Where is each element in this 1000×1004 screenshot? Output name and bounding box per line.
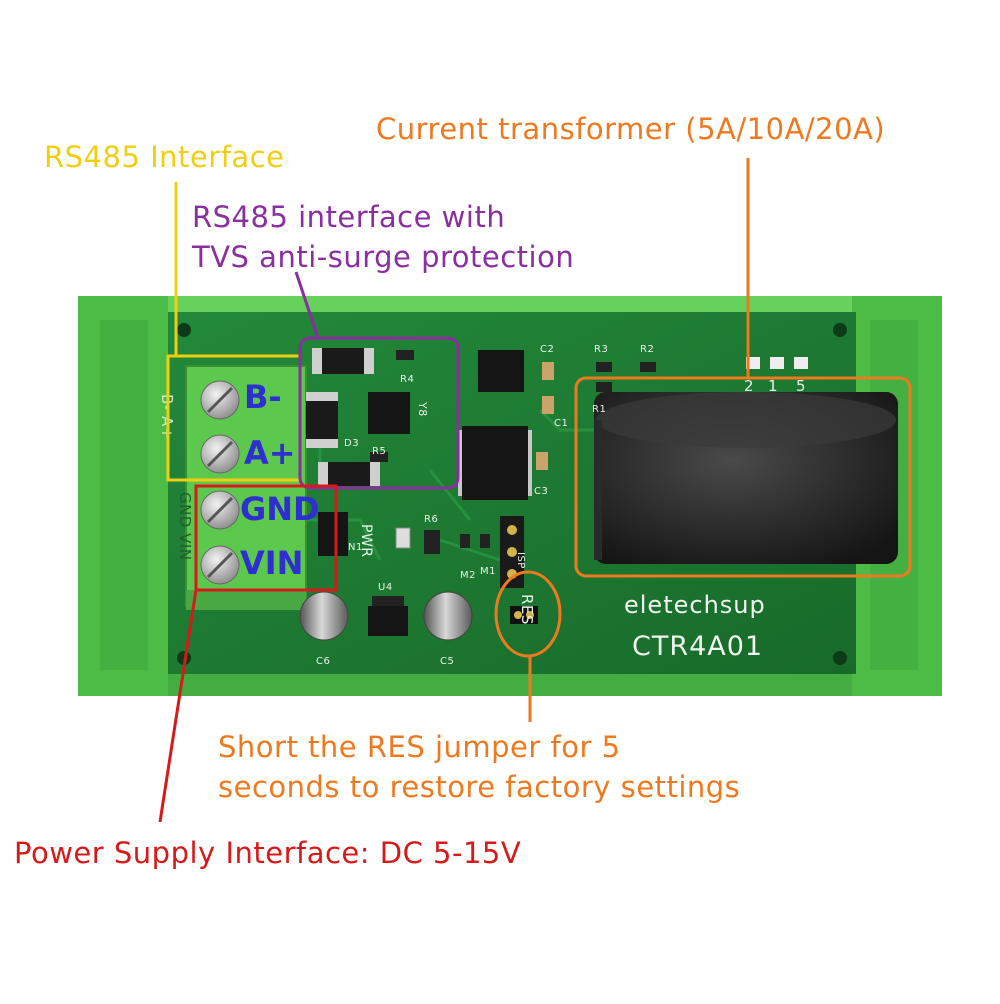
silkscreen-r4: R4: [400, 374, 415, 385]
chip-y8: [368, 392, 410, 434]
current-transformer-label: Current transformer (5A/10A/20A): [376, 112, 886, 146]
regulator-u4: [368, 596, 408, 636]
terminal-label-a-plus: A+: [244, 434, 296, 472]
silkscreen-r1: R1: [592, 404, 607, 415]
silkscreen-m2: M2: [460, 570, 476, 581]
mcu-chip: [458, 426, 532, 500]
tvs-label-line2: TVS anti-surge protection: [192, 240, 575, 274]
silkscreen-c1: C1: [554, 418, 569, 429]
res-jumper-pads: [510, 606, 538, 624]
silkscreen-c6: C6: [316, 656, 331, 667]
terminal-label-vin: VIN: [240, 544, 304, 582]
tvs-callout-leader: [294, 271, 460, 490]
power-supply-label: Power Supply Interface: DC 5-15V: [14, 836, 522, 870]
screw-icon: [200, 545, 240, 585]
res-label-line2: seconds to restore factory settings: [218, 770, 741, 804]
silkscreen-r2: R2: [640, 344, 655, 355]
silkscreen-n1: N1: [348, 542, 363, 553]
screw-icon: [200, 490, 240, 530]
rs485-interface-label: RS485 Interface: [44, 140, 285, 174]
smd-components: [318, 350, 808, 556]
silkscreen-c5: C5: [440, 656, 455, 667]
silkscreen-r5: R5: [372, 446, 387, 457]
current-transformer-coil: [594, 392, 898, 564]
board-model: CTR4A01: [632, 631, 764, 662]
terminal-label-gnd: GND: [240, 490, 320, 528]
silkscreen-r3: R3: [594, 344, 609, 355]
silkscreen-pin-2: 2: [744, 377, 755, 395]
res-label-line1: Short the RES jumper for 5: [218, 730, 621, 764]
silkscreen-r6: R6: [424, 514, 439, 525]
silkscreen-pin-5: 5: [796, 377, 807, 395]
board-brand: eletechsup: [624, 591, 766, 619]
silkscreen-pin-1: 1: [768, 377, 779, 395]
tvs-diodes: [306, 348, 380, 486]
electrolytic-capacitors: [299, 591, 473, 641]
terminal-label-b-minus: B-: [244, 378, 282, 416]
silkscreen-c2: C2: [540, 344, 555, 355]
power-callout-leader: [158, 484, 338, 823]
silkscreen-c3: C3: [534, 486, 549, 497]
rs485-chip: [478, 350, 524, 392]
transformer-callout-leader: [574, 158, 912, 578]
res-callout-leader: [494, 570, 562, 722]
silkscreen-d3: D3: [344, 438, 360, 449]
tvs-label-line1: RS485 interface with: [192, 200, 506, 234]
screw-icon: [200, 434, 240, 474]
screw-icon: [200, 380, 240, 420]
silkscreen-m1: M1: [480, 566, 496, 577]
silkscreen-u4: U4: [378, 582, 393, 593]
